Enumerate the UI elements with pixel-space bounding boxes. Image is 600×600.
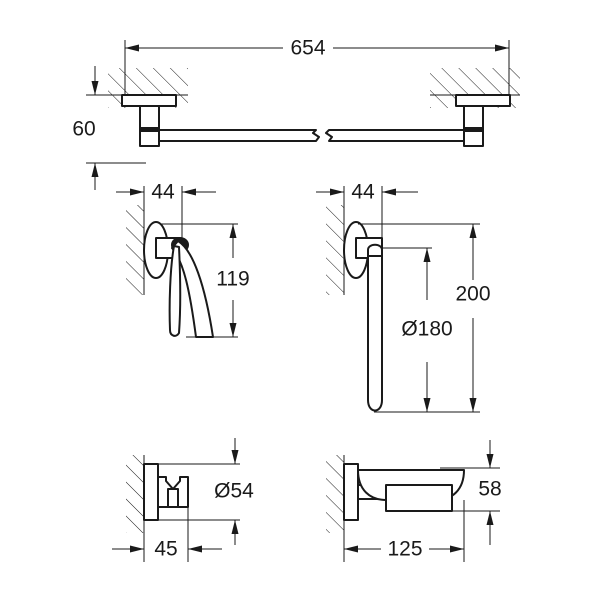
- dimension-label-d54: Ø54: [214, 480, 254, 503]
- dimension-label-45: 45: [154, 538, 177, 561]
- view-robe-hook: Ø54 45: [112, 438, 254, 562]
- dimension-towel-ring-depth: 44: [316, 181, 418, 243]
- soap-dish-rosette: [343, 463, 359, 521]
- dimension-label-60: 60: [72, 118, 95, 141]
- dimension-label-44-hook: 44: [151, 181, 175, 204]
- view-soap-dish: 58 125: [326, 440, 502, 562]
- dimension-towel-bar-length: 654: [124, 37, 510, 96]
- dimension-label-58: 58: [478, 478, 501, 501]
- towel-hook-body: [155, 237, 214, 338]
- view-towel-ring: 44 Ø180 200: [316, 181, 491, 413]
- wall-hatch-robe-hook: [126, 455, 145, 533]
- dimension-label-119: 119: [216, 268, 249, 291]
- robe-hook-head: [157, 476, 189, 508]
- dimension-towel-ring-diameter: Ø180: [374, 247, 453, 413]
- view-towel-bar: 654 60: [72, 37, 520, 190]
- dimension-robe-hook-depth: 45: [112, 500, 222, 562]
- dimension-towel-hook-depth: 44: [116, 181, 216, 245]
- dimension-soap-dish-depth: 125: [343, 500, 465, 562]
- towel-bar-right-bracket: [455, 94, 511, 147]
- dimension-towel-bar-projection: 60: [72, 66, 146, 190]
- robe-hook-rosette: [143, 463, 159, 521]
- wall-hatch-soap-dish: [326, 455, 345, 533]
- wall-hatch-towel-hook: [126, 205, 145, 295]
- dimension-label-654: 654: [290, 37, 325, 60]
- dimension-towel-ring-height: 200: [358, 223, 491, 413]
- dimension-robe-hook-diameter: Ø54: [150, 438, 254, 545]
- towel-bar-rail: [158, 129, 465, 142]
- dimension-soap-dish-height: 58: [440, 440, 502, 545]
- dimension-label-125: 125: [387, 538, 422, 561]
- towel-ring-body: [355, 237, 383, 412]
- dimension-label-d180: Ø180: [401, 318, 452, 341]
- dimension-label-44-ring: 44: [351, 181, 375, 204]
- wall-hatch-towel-ring: [326, 205, 345, 295]
- dimension-towel-hook-height: 119: [160, 223, 250, 338]
- soap-dish-glass: [357, 469, 465, 512]
- dimension-label-200: 200: [455, 283, 490, 306]
- view-towel-hook: 44 119: [116, 181, 250, 338]
